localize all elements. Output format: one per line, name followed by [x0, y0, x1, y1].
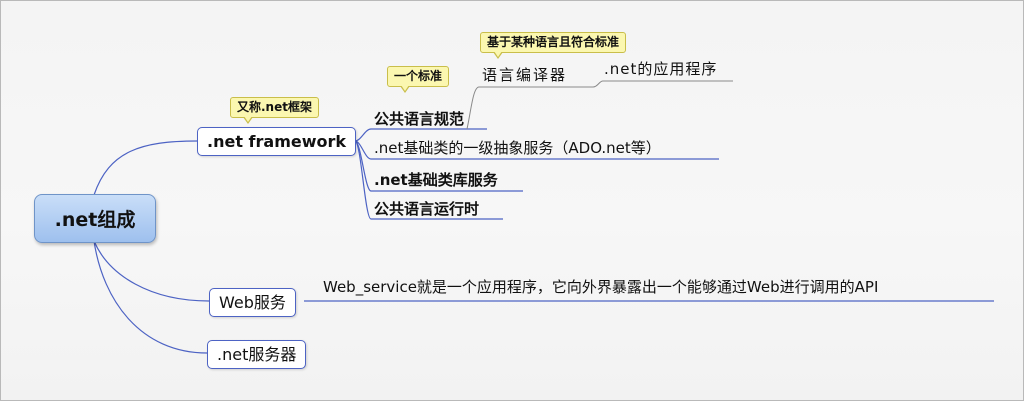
node-clr[interactable]: 公共语言运行时 [374, 199, 479, 219]
link-root-server [93, 240, 208, 354]
root-label: .net组成 [54, 209, 136, 231]
callout-cls-note: 一个标准 [387, 66, 450, 93]
node-net-framework-label: .net framework [207, 132, 347, 151]
node-language-compiler[interactable]: 语言编译器 [482, 65, 567, 85]
link-root-framework [93, 140, 198, 196]
node-net-application[interactable]: .net的应用程序 [604, 59, 717, 79]
link-cls-compiler [466, 86, 480, 130]
node-base-class-library-label: .net基础类库服务 [374, 171, 498, 189]
node-clr-label: 公共语言运行时 [374, 200, 480, 218]
node-ado-services[interactable]: .net基础类的一级抽象服务（ADO.net等） [374, 138, 661, 158]
callout-compiler-note: 基于某种语言且符合标准 [480, 32, 627, 59]
node-web-service-desc[interactable]: Web_service就是一个应用程序，它向外界暴露出一个能够通过Web进行调用… [323, 277, 878, 297]
node-common-language-spec-label: 公共语言规范 [374, 110, 465, 128]
callout-framework-note-text: 又称.net框架 [237, 100, 312, 114]
node-language-compiler-label: 语言编译器 [482, 66, 568, 84]
link-compiler-app [592, 80, 604, 88]
link-root-webservice [93, 240, 210, 302]
node-common-language-spec[interactable]: 公共语言规范 [374, 109, 464, 129]
link-framework-clr [354, 140, 372, 220]
node-net-application-label: .net的应用程序 [604, 60, 718, 78]
node-ado-services-label: .net基础类的一级抽象服务（ADO.net等） [374, 139, 661, 157]
node-net-framework[interactable]: .net framework [197, 127, 357, 156]
node-web-service-desc-label: Web_service就是一个应用程序，它向外界暴露出一个能够通过Web进行调用… [323, 278, 879, 296]
node-net-server-label: .net服务器 [217, 345, 297, 364]
root-node[interactable]: .net组成 [34, 194, 156, 243]
node-web-service[interactable]: Web服务 [209, 288, 296, 317]
node-base-class-library[interactable]: .net基础类库服务 [374, 170, 498, 190]
link-framework-cls [354, 128, 372, 142]
callout-cls-note-text: 一个标准 [394, 69, 443, 83]
callout-framework-note: 又称.net框架 [230, 97, 319, 124]
node-web-service-label: Web服务 [219, 293, 286, 312]
node-net-server[interactable]: .net服务器 [207, 340, 307, 369]
callout-compiler-note-text: 基于某种语言且符合标准 [487, 35, 620, 49]
